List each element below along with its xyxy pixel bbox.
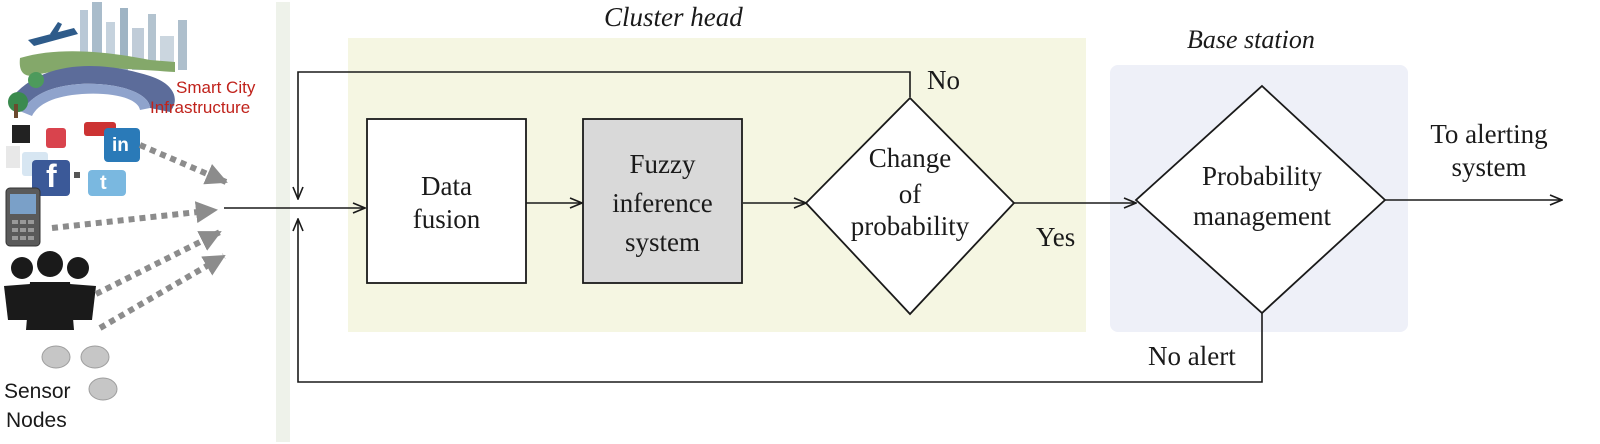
sensor-node-icons [41,345,118,401]
sensor-label-line1: Sensor [4,380,71,403]
flow-connectors [224,71,1562,383]
left-panel-divider [276,2,290,442]
yes-label: Yes [1036,222,1076,252]
cluster-head-title: Cluster head [604,2,743,32]
facebook-icon-letter: f [46,158,57,194]
fuzzy-label-line3: system [624,227,700,257]
data-fusion-label-line2: fusion [412,204,481,234]
no-feedback-loop [298,71,911,199]
no-alert-label: No alert [1148,341,1236,371]
data-fusion-label-line1: Data [421,171,472,201]
smart-city-illustration [8,2,187,118]
prob-mgmt-label-line1: Probability [1202,161,1322,191]
twitter-icon-letter: t [100,172,107,194]
change-label-line2: of [898,179,922,209]
app-icon [12,125,30,143]
input-dashed-arrows [51,142,228,331]
base-station-title: Base station [1187,25,1315,54]
no-alert-feedback-loop [298,219,1263,383]
sensor-label-line2: Nodes [6,409,67,432]
change-label-line1: Change [868,143,952,173]
fuzzy-inference-box [582,118,743,284]
prob-mgmt-label-line2: management [1193,201,1331,231]
social-media-icons [6,122,140,196]
smart-city-label-line2: Infrastructure [150,98,251,117]
change-of-probability-diamond [804,96,1016,316]
twitter-icon [88,170,126,196]
fuzzy-label-line2: inference [612,188,713,218]
data-fusion-box [366,118,527,284]
smart-city-label-line1: Smart City [176,78,256,97]
google-icon [46,128,66,148]
linkedin-icon-letter: in [112,135,129,156]
probability-management-diamond [1134,84,1387,315]
to-alerting-label-line2: system [1451,152,1527,182]
fuzzy-label-line1: Fuzzy [629,149,696,179]
mobile-phone-icon [5,187,41,247]
linkedin-icon [104,128,140,162]
facebook-icon [32,160,70,196]
change-label-line3: probability [850,211,970,241]
no-label: No [927,65,960,95]
people-group-icon [4,251,96,330]
to-alerting-label-line1: To alerting [1430,119,1548,149]
